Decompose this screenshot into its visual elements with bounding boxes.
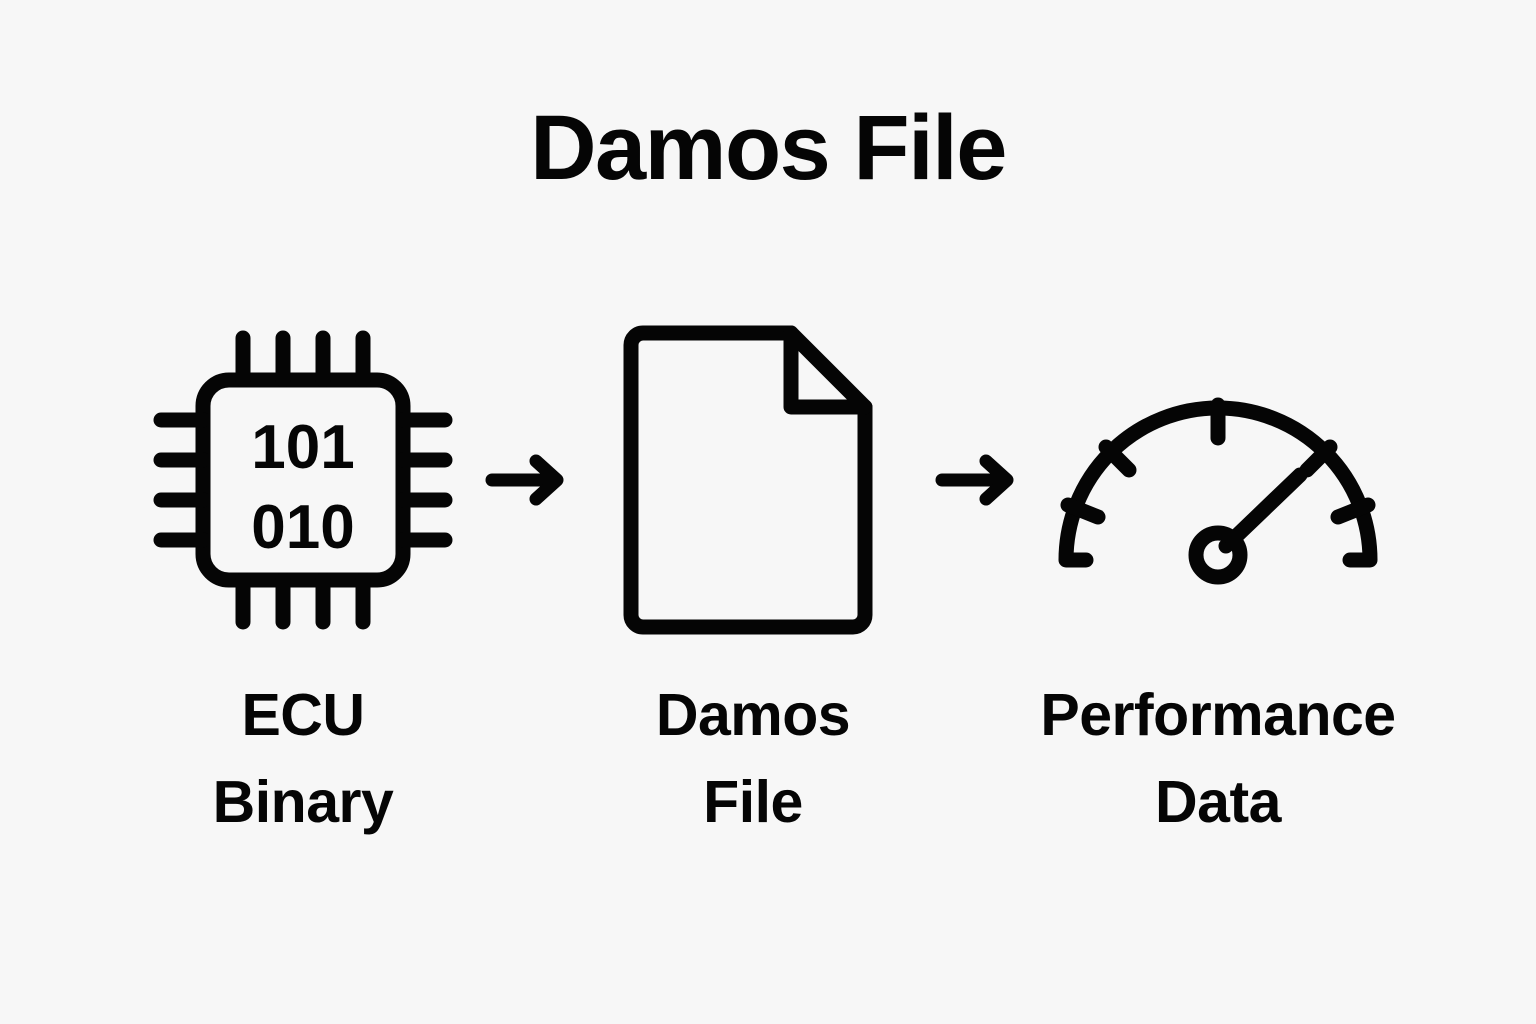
stage-label-damos-file-line-2: File — [703, 769, 803, 836]
gauge-speedometer-icon — [1058, 397, 1378, 585]
arrow-right-icon — [485, 454, 564, 506]
gauge-tick-4 — [1299, 439, 1338, 478]
arrow-head — [529, 454, 564, 506]
connector-arrow-2-cell — [918, 315, 1038, 645]
labels-row: ECU Binary Damos File Performance Data — [0, 672, 1536, 847]
stage-label-ecu-binary: ECU Binary — [138, 672, 468, 847]
stage-icon-performance-data — [1038, 315, 1398, 645]
chip-binary-line-2: 010 — [251, 493, 354, 562]
stage-icon-damos-file — [588, 310, 918, 650]
arrow-head — [979, 454, 1014, 506]
flow-row: 101 010 — [0, 300, 1536, 660]
stage-icon-ecu-binary: 101 010 — [138, 315, 468, 645]
document-file-icon — [623, 325, 873, 635]
chip-body — [195, 372, 411, 588]
gauge-tick-5 — [1330, 497, 1376, 525]
arrow-right-icon — [935, 454, 1014, 506]
chip-binary-line-1: 101 — [251, 413, 354, 482]
stage-label-performance-data: Performance Data — [1038, 672, 1398, 847]
gauge-tick-2 — [1098, 439, 1137, 478]
gauge-hub — [1188, 525, 1248, 585]
page-title: Damos File — [530, 97, 1007, 199]
stage-label-ecu-binary-line-1: ECU — [241, 682, 365, 748]
stage-label-performance-data-line-2: Data — [1155, 769, 1281, 836]
file-fold-corner — [783, 325, 873, 415]
stage-label-ecu-binary-line-2: Binary — [212, 769, 394, 836]
stage-label-performance-data-line-1: Performance — [1040, 682, 1396, 748]
file-outline — [623, 325, 873, 635]
stage-label-damos-file-line-1: Damos — [655, 682, 851, 748]
microchip-icon: 101 010 — [153, 330, 453, 630]
stage-label-damos-file: Damos File — [588, 672, 918, 847]
gauge-tick-1 — [1060, 497, 1106, 525]
connector-arrow-1-cell — [468, 315, 588, 645]
